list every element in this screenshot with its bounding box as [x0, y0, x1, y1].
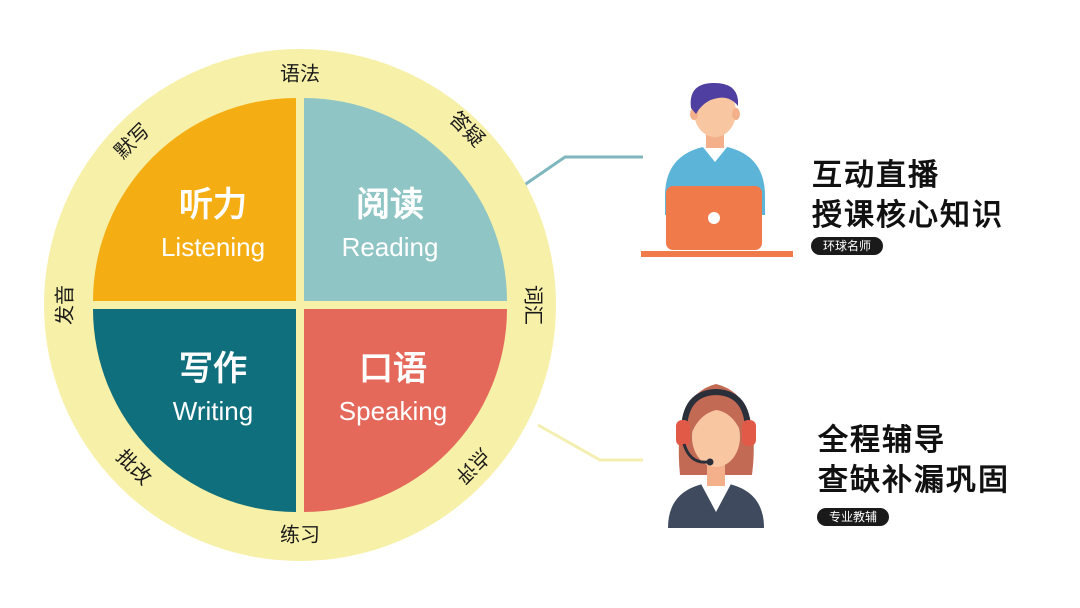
- tutoring-tag: 专业教辅: [817, 508, 889, 526]
- reading-title: 阅读: [356, 185, 424, 225]
- quadrant-reading: [304, 98, 507, 301]
- quadrant-writing: [93, 309, 296, 512]
- live-tag: 环球名师: [811, 237, 883, 255]
- headset-tutor-icon: [668, 384, 764, 528]
- connector-tutoring: [537, 423, 643, 462]
- live-tag-text: 环球名师: [823, 238, 871, 253]
- live-line2: 授课核心知识: [812, 198, 1004, 233]
- writing-subtitle: Writing: [173, 396, 253, 426]
- teacher-laptop-icon: [641, 82, 793, 257]
- speaking-title: 口语: [359, 349, 427, 389]
- ring-label-grammar: 语法: [280, 62, 320, 86]
- listening-title: 听力: [179, 185, 247, 225]
- tutoring-line1: 全程辅导: [817, 423, 946, 458]
- live-line1: 互动直播: [812, 158, 940, 193]
- ring-label-vocabulary: 词汇: [522, 285, 546, 325]
- ring-label-practice: 练习: [280, 523, 320, 547]
- listening-subtitle: Listening: [161, 232, 265, 262]
- quadrant-speaking: [304, 309, 507, 512]
- reading-subtitle: Reading: [342, 232, 439, 262]
- ring-label-pronunciation: 发音: [53, 285, 77, 325]
- writing-title: 写作: [179, 349, 247, 389]
- quadrant-listening: [93, 98, 296, 301]
- tutoring-line2: 查缺补漏巩固: [818, 463, 1010, 498]
- speaking-subtitle: Speaking: [339, 396, 447, 426]
- tutoring-tag-text: 专业教辅: [829, 509, 877, 524]
